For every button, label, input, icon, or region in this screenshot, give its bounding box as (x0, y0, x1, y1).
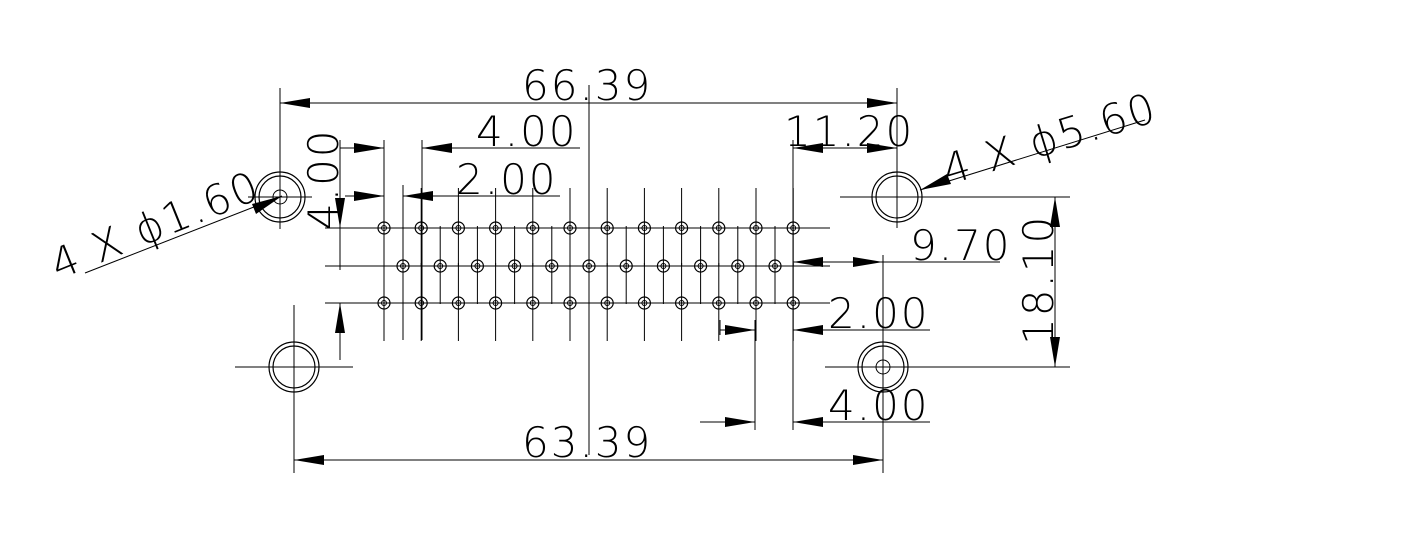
pin-hole (712, 188, 726, 266)
pin-hole (693, 226, 708, 304)
pin-hole (489, 263, 503, 341)
dim-hole-spacing-vertical: 18.10 (1014, 215, 1063, 345)
pin-hole (470, 226, 484, 304)
pin-hole (600, 188, 614, 266)
pin-hole (433, 226, 447, 304)
mounting-hole-bottom-left (235, 305, 353, 473)
dim-pin-hole-note: 4 X ϕ1.60 (43, 161, 267, 289)
pin-hole (451, 263, 465, 341)
mounting-hole-bottom-right (825, 255, 1070, 473)
pin-holes (377, 188, 800, 341)
pin-hole (414, 188, 428, 266)
dim-vertical-pitch: 4.00 (299, 128, 348, 230)
pin-hole (563, 188, 577, 266)
pin-hole (674, 263, 689, 341)
pin-hole (637, 188, 652, 266)
pin-hole (526, 188, 540, 266)
pin-hole (768, 226, 782, 304)
pin-hole (656, 226, 671, 304)
pin-hole (731, 226, 745, 304)
pin-hole (582, 226, 596, 304)
dim-side-pitch-large: 4.00 (828, 381, 930, 430)
dim-bottom-width: 63.39 (522, 418, 652, 467)
pin-hole (545, 226, 559, 304)
pin-hole (414, 263, 428, 341)
pin-hole (451, 188, 465, 266)
pin-hole (563, 263, 577, 341)
pin-hole (674, 188, 689, 266)
dim-row-height: 9.70 (910, 221, 1012, 270)
pin-hole (526, 263, 540, 341)
pin-hole (749, 188, 763, 266)
pin-hole (489, 188, 503, 266)
dim-overall-width: 66.39 (522, 61, 652, 110)
pin-hole (600, 263, 614, 341)
dimension-labels: 66.39 4.00 2.00 11.20 4.00 4 X ϕ5.60 4 X… (43, 61, 1162, 467)
dimension-lines (84, 98, 1146, 465)
dim-pitch-outer: 4.00 (476, 107, 578, 156)
pin-hole (637, 263, 652, 341)
pin-hole (619, 226, 633, 304)
pin-hole (749, 263, 763, 341)
pin-hole (507, 226, 522, 304)
pin-hole (712, 263, 726, 341)
dim-pitch-inner: 2.00 (456, 155, 558, 204)
dim-mounting-hole-note: 4 X ϕ5.60 (937, 83, 1163, 195)
dim-edge-offset: 11.20 (784, 107, 914, 156)
dim-side-pitch-small: 2.00 (828, 289, 930, 338)
